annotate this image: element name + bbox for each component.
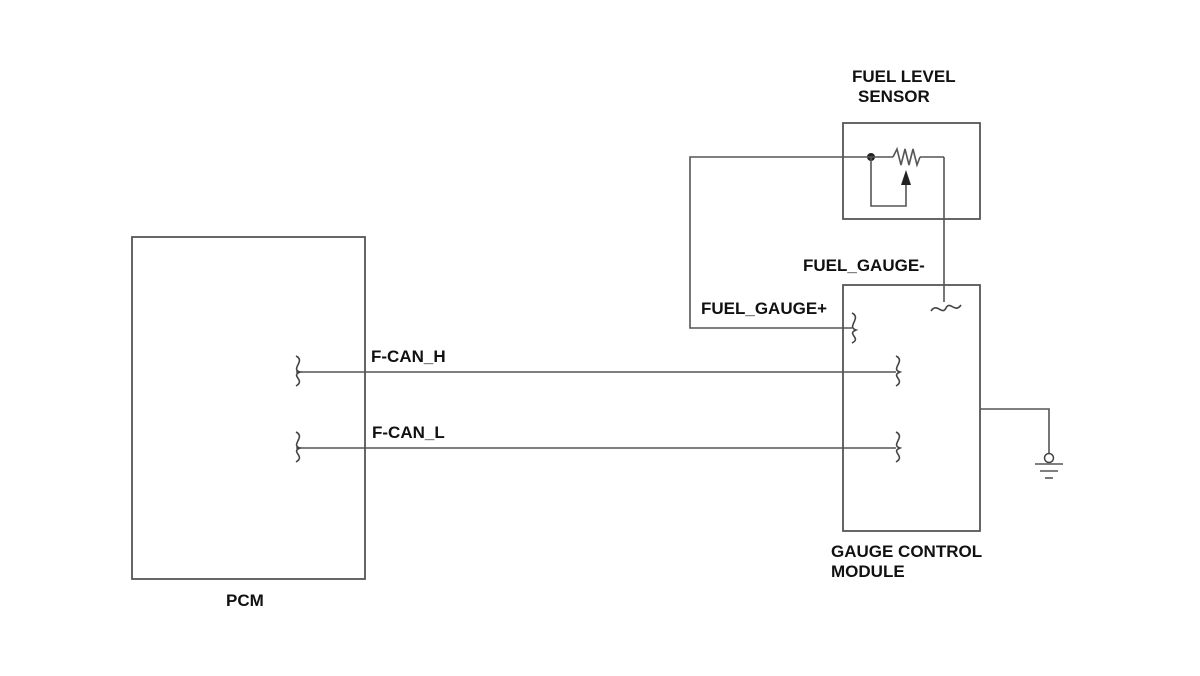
f-can-h-pcm-connector-icon [295, 355, 303, 387]
fuel-gauge-plus-connector-icon [851, 312, 859, 344]
fuel-gauge-minus-connector-icon [930, 304, 962, 312]
gauge-control-module-label-line2: MODULE [831, 562, 905, 581]
ground-icon [1035, 452, 1063, 479]
variable-resistor-icon [867, 146, 944, 207]
f-can-l-pcm-connector-icon [295, 431, 303, 463]
pcm-box [131, 236, 366, 580]
fuel-level-sensor-label-line2: SENSOR [858, 87, 930, 106]
f-can-l-label: F-CAN_L [372, 423, 445, 442]
fuel-gauge-minus-label: FUEL_GAUGE- [803, 256, 925, 275]
f-can-l-module-connector-icon [895, 431, 903, 463]
gauge-control-module-box [842, 284, 981, 532]
pcm-label: PCM [226, 591, 264, 610]
f-can-h-module-connector-icon [895, 355, 903, 387]
f-can-h-label: F-CAN_H [371, 347, 446, 366]
fuel-level-sensor-label-line1: FUEL LEVEL [852, 67, 956, 86]
fuel-gauge-plus-wire [689, 156, 871, 329]
ground-wire [980, 408, 1050, 453]
gauge-control-module-label-line1: GAUGE CONTROL [831, 542, 982, 561]
fuel-gauge-plus-label: FUEL_GAUGE+ [701, 299, 827, 318]
fuel-level-sensor-box [842, 122, 981, 220]
